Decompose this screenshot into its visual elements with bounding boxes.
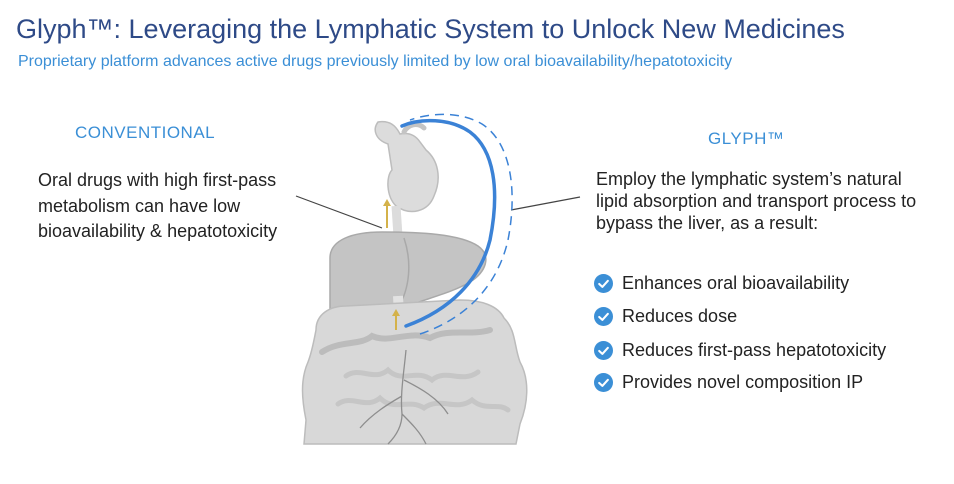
heart-icon (374, 120, 439, 237)
lymphatic-pathway (400, 118, 497, 328)
glyph-description: Employ the lymphatic system’s natural li… (596, 169, 917, 233)
benefit-label: Reduces dose (622, 306, 738, 326)
page-subtitle: Proprietary platform advances active dru… (18, 53, 733, 70)
benefit-label: Provides novel composition IP (622, 372, 864, 392)
benefit-label: Enhances oral bioavailability (622, 273, 850, 293)
conventional-description: Oral drugs with high first-pass metaboli… (38, 170, 278, 241)
lymphatic-pathway-dashed (409, 113, 513, 335)
benefit-label: Reduces first-pass hepatotoxicity (622, 340, 887, 360)
drug-to-heart-arrow-icon (383, 199, 391, 228)
benefit-item: Reduces dose (594, 304, 934, 329)
check-circle-icon (594, 274, 613, 293)
benefit-item: Reduces first-pass hepatotoxicity (594, 338, 934, 363)
page-title: Glyph™: Leveraging the Lymphatic System … (16, 14, 845, 44)
intestines-icon (301, 299, 528, 445)
benefit-item: Provides novel composition IP (594, 370, 934, 395)
conventional-heading: CONVENTIONAL (75, 123, 216, 142)
conventional-callout-line (295, 195, 383, 229)
check-circle-icon (594, 373, 613, 392)
glyph-callout-line (510, 196, 581, 211)
glyph-heading: GLYPH™ (708, 129, 785, 148)
check-circle-icon (594, 307, 613, 326)
drug-absorption-arrow-icon (392, 309, 400, 330)
benefit-item: Enhances oral bioavailability (594, 271, 934, 296)
check-circle-icon (594, 341, 613, 360)
benefits-list: Enhances oral bioavailability Reduces do… (594, 271, 934, 395)
